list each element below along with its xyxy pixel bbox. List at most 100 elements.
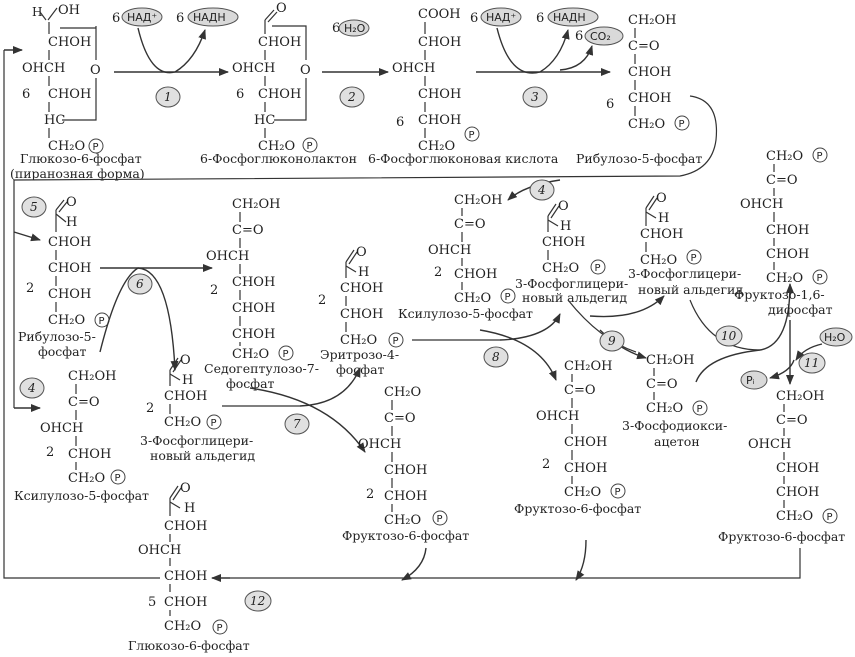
svg-text:CHOH: CHOH <box>628 91 671 106</box>
svg-text:P: P <box>469 130 475 141</box>
svg-text:6: 6 <box>136 277 144 291</box>
svg-text:4: 4 <box>27 381 36 395</box>
svg-text:CHOH: CHOH <box>68 447 111 462</box>
svg-text:OHCH: OHCH <box>536 409 579 424</box>
phosphate-icon <box>692 400 708 416</box>
svg-text:CH₂O: CH₂O <box>646 401 683 416</box>
svg-text:2: 2 <box>434 265 442 280</box>
compound-name-2: (пиранозная форма) <box>10 166 145 181</box>
phosphate-icon <box>302 137 318 153</box>
step-12-badge: 12 <box>244 590 272 612</box>
svg-text:C=O: C=O <box>628 39 660 54</box>
step-11-badge: 11 <box>798 352 826 374</box>
compound-name: Эритрозо-4- <box>320 347 399 362</box>
svg-text:O: O <box>656 191 667 206</box>
svg-text:CHOH: CHOH <box>384 463 427 478</box>
compound-name: 6-Фосфоглюконовая кислота <box>368 151 559 166</box>
svg-text:2: 2 <box>542 457 550 472</box>
svg-text:CHOH: CHOH <box>564 435 607 450</box>
phosphate-icon <box>812 269 828 285</box>
svg-text:CH₂O: CH₂O <box>564 485 601 500</box>
step-8-badge: 8 <box>483 346 509 368</box>
svg-text:6: 6 <box>470 11 478 26</box>
svg-text:OHCH: OHCH <box>748 437 791 452</box>
step-6-badge: 6 <box>127 273 153 295</box>
svg-text:P: P <box>505 292 511 303</box>
svg-text:CH₂O: CH₂O <box>776 509 813 524</box>
compound-name: Ксилулозо-5-фосфат <box>14 488 149 503</box>
svg-text:2: 2 <box>366 487 374 502</box>
svg-text:CHOH: CHOH <box>454 267 497 282</box>
svg-text:CH₂O: CH₂O <box>384 385 421 400</box>
phosphate-icon <box>674 115 690 131</box>
chem-h: H <box>32 5 42 19</box>
svg-text:НАДН: НАДН <box>553 11 586 24</box>
svg-text:P: P <box>93 142 99 153</box>
svg-text:CH₂O: CH₂O <box>48 313 85 328</box>
svg-text:CH₂OH: CH₂OH <box>232 197 281 212</box>
compound-gluconate: COOH CHOH OHCH CHOH CHOH 6 CH₂O P 6-Фосф… <box>368 7 559 166</box>
compound-g3p-mid: O H CHOH CH₂O P 3-Фосфоглицери- новый ал… <box>515 199 628 305</box>
svg-text:OHCH: OHCH <box>428 243 471 258</box>
svg-text:11: 11 <box>804 356 819 370</box>
compound-name-2: дифосфат <box>768 302 833 317</box>
compound-name: 6-Фосфоглюконолактон <box>200 151 357 166</box>
svg-text:CHOH: CHOH <box>418 113 461 128</box>
svg-text:6: 6 <box>176 11 184 26</box>
svg-text:C=O: C=O <box>384 411 416 426</box>
svg-text:CHOH: CHOH <box>48 287 91 302</box>
svg-text:P: P <box>307 141 313 152</box>
svg-text:6: 6 <box>112 11 120 26</box>
compound-name-2: фосфат <box>226 376 275 391</box>
svg-text:CH₂O: CH₂O <box>542 261 579 276</box>
svg-text:CHOH: CHOH <box>384 489 427 504</box>
svg-text:P: P <box>595 263 601 274</box>
svg-text:O: O <box>356 245 367 260</box>
svg-text:CHOH: CHOH <box>776 485 819 500</box>
step-2-badge: 2 <box>339 86 365 108</box>
phosphate-icon <box>822 508 838 524</box>
svg-text:НАД⁺: НАД⁺ <box>486 11 516 24</box>
svg-text:CHOH: CHOH <box>418 87 461 102</box>
step-9-badge: 9 <box>599 330 625 352</box>
phosphate-icon <box>88 138 104 154</box>
svg-text:8: 8 <box>492 350 500 364</box>
svg-text:CH₂O: CH₂O <box>640 253 677 268</box>
compound-name: Рибулозо-5-фосфат <box>576 151 702 166</box>
svg-text:6: 6 <box>536 11 544 26</box>
svg-text:P: P <box>679 119 685 130</box>
svg-text:P: P <box>817 151 823 162</box>
compound-dhap: CH₂OH C=O CH₂O P 3-Фосфодиокси- ацетон <box>622 353 727 449</box>
svg-text:CHOH: CHOH <box>232 301 275 316</box>
svg-text:CHOH: CHOH <box>258 35 301 50</box>
svg-text:CHOH: CHOH <box>164 595 207 610</box>
compound-name: Ксилулозо-5-фосфат <box>398 306 533 321</box>
compound-f6p-mid: CH₂O C=O OHCH CHOH CHOH 2 CH₂O P Фруктоз… <box>342 385 469 543</box>
svg-text:6: 6 <box>396 115 404 130</box>
compound-name-2: ацетон <box>654 434 700 449</box>
svg-text:P: P <box>217 623 223 634</box>
svg-text:CH₂OH: CH₂OH <box>68 369 117 384</box>
compound-name-2: новый альдегид <box>638 282 743 297</box>
compound-name-2: фосфат <box>336 362 385 377</box>
svg-text:CHOH: CHOH <box>258 87 301 102</box>
svg-text:H₂O: H₂O <box>344 22 366 35</box>
step-10-badge: 10 <box>715 325 743 347</box>
svg-text:CHOH: CHOH <box>48 261 91 276</box>
svg-text:OHCH: OHCH <box>358 437 401 452</box>
svg-text:5: 5 <box>30 200 38 214</box>
svg-text:P: P <box>437 514 443 525</box>
svg-text:2: 2 <box>26 281 34 296</box>
svg-text:CH₂O: CH₂O <box>454 291 491 306</box>
compound-name: Глюкозо-6-фосфат <box>128 638 250 653</box>
svg-text:2: 2 <box>347 90 356 104</box>
svg-text:CH₂OH: CH₂OH <box>628 13 677 28</box>
svg-text:C=O: C=O <box>646 377 678 392</box>
svg-text:P: P <box>817 273 823 284</box>
svg-text:1: 1 <box>164 90 172 104</box>
chem-choh: CHOH <box>48 35 91 50</box>
svg-text:CHOH: CHOH <box>340 281 383 296</box>
svg-text:P: P <box>827 512 833 523</box>
compound-name: Фруктозо-6-фосфат <box>514 501 641 516</box>
step-5-badge: 5 <box>21 196 47 218</box>
